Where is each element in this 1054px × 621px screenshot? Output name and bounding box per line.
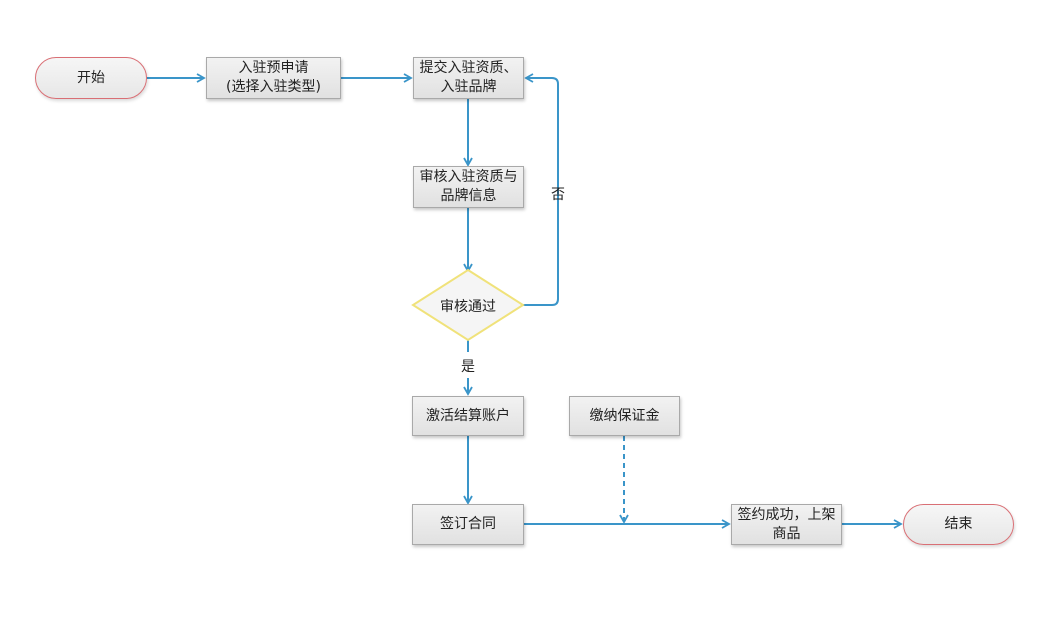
success-line1: 签约成功，上架 (737, 506, 836, 523)
start-node: 开始 (35, 57, 147, 99)
submit-node: 提交入驻资质、 入驻品牌 (413, 57, 524, 99)
pre-apply-node: 入驻预申请 (选择入驻类型) (206, 57, 341, 99)
contract-label: 签订合同 (440, 516, 496, 532)
decision-diamond (411, 268, 525, 342)
edge-decision-no (523, 73, 559, 306)
submit-line2: 入驻品牌 (440, 79, 497, 95)
activate-label: 激活结算账户 (426, 407, 510, 424)
no-label: 否 (551, 187, 565, 203)
start-label: 开始 (77, 69, 105, 86)
activate-node: 激活结算账户 (412, 396, 524, 436)
submit-line1: 提交入驻资质、 (419, 60, 518, 76)
decision-label: 审核通过 (440, 299, 496, 315)
deposit-label: 缴纳保证金 (589, 407, 660, 424)
deposit-node: 缴纳保证金 (569, 396, 680, 436)
success-line2: 商品 (772, 525, 801, 542)
review-node: 审核入驻资质与 品牌信息 (413, 166, 524, 208)
review-line2: 品牌信息 (440, 188, 497, 204)
yes-label: 是 (461, 359, 475, 375)
pre-apply-line2: (选择入驻类型) (226, 79, 321, 95)
contract-node: 签订合同 (412, 504, 524, 545)
success-node: 签约成功，上架 商品 (731, 504, 842, 545)
end-node: 结束 (903, 504, 1014, 545)
review-line1: 审核入驻资质与 (419, 169, 518, 185)
end-label: 结束 (944, 516, 973, 532)
pre-apply-line1: 入驻预申请 (238, 60, 309, 76)
